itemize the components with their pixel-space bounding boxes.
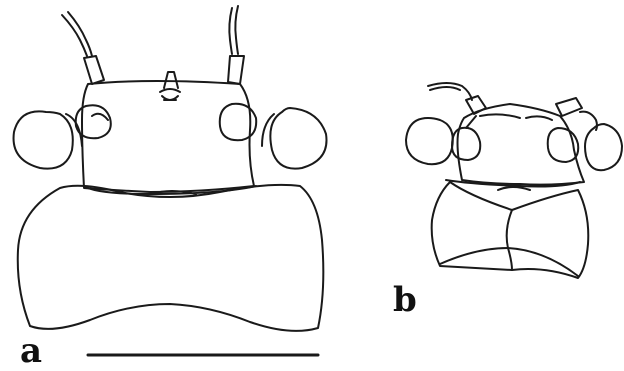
panel-a-right-inner-lobe (218, 102, 258, 142)
panel-a-head (81, 80, 255, 193)
panel-a-right-antenna-base (227, 55, 245, 85)
panel-a-left-eye (12, 110, 83, 170)
panel-b-right-inner-lobe (546, 127, 580, 163)
panel-b-head (456, 103, 585, 186)
panel-a-left-antenna-base (83, 55, 105, 85)
panel-b-right-antenna (579, 110, 598, 131)
panel-b-pronotum (430, 181, 590, 279)
panel-b-left-eye (405, 117, 454, 166)
panel-b-right-eye (584, 123, 623, 172)
panel-a-left-antenna (61, 11, 93, 57)
panel-b-pronotum-fold (439, 247, 579, 277)
panel-a-drawing (12, 5, 328, 332)
panel-b-left-inner-lobe (451, 115, 482, 161)
panel-a-right-eye (261, 107, 328, 170)
panel-label-b: b (393, 280, 417, 320)
panel-a-tubercle (159, 71, 181, 101)
panel-b-drawing (405, 82, 623, 279)
panel-b-pronotum-midline (505, 209, 513, 271)
panel-b-right-antenna-base (555, 97, 583, 117)
panel-label-a: a (20, 331, 43, 371)
panel-b-collar (445, 179, 581, 191)
panel-b-head-ridge (479, 113, 553, 121)
panel-a-pronotum (16, 183, 325, 332)
panel-a-right-antenna (228, 5, 239, 55)
panel-b-left-antenna (427, 82, 473, 101)
panel-a-left-inner-lobe (74, 104, 112, 140)
